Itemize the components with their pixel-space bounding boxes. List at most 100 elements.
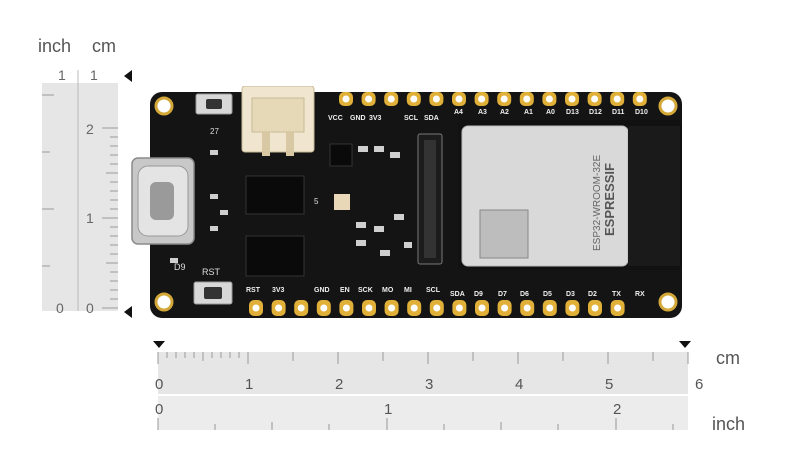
boot-button — [195, 93, 233, 115]
top-pin-pad — [542, 92, 557, 106]
pin-label-rx: RX — [635, 291, 645, 298]
top-pin-pad — [587, 92, 602, 106]
bottom-pin-pad — [497, 300, 512, 316]
label-5: 5 — [314, 197, 319, 206]
pin-label-vcc: VCC — [328, 115, 343, 122]
top-pin-pad — [565, 92, 579, 106]
pin-label-sck: SCK — [358, 287, 373, 294]
bottom-ruler-inch-label: inch — [712, 414, 746, 434]
mounting-hole-tr — [658, 96, 678, 116]
top-pin-pad — [497, 92, 512, 106]
bottom-pin-pad — [475, 300, 489, 316]
left-cm-tick-0: 0 — [86, 300, 94, 316]
pin-label-3v3-top: 3V3 — [369, 115, 382, 122]
bottom-ruler: 0 1 2 3 4 5 6 0 1 2 — [153, 341, 703, 430]
smd-components — [170, 146, 412, 263]
left-ruler-inch-label: inch — [38, 36, 72, 56]
left-ruler-body — [42, 83, 118, 311]
mounting-hole-br — [658, 292, 678, 312]
top-pin-pad — [339, 92, 353, 106]
pin-label-d10: D10 — [635, 109, 648, 116]
rgb-led — [334, 194, 350, 210]
bottom-cm-tick-3: 3 — [425, 376, 433, 393]
bottom-pin-pad — [271, 300, 286, 316]
bottom-pin-pad — [588, 300, 602, 316]
bottom-pin-pad — [294, 300, 309, 316]
qr-code — [479, 209, 529, 259]
bottom-pin-pad — [452, 300, 467, 316]
bottom-inch-tick-0: 0 — [155, 401, 163, 418]
bottom-pin-pads — [249, 300, 625, 316]
left-ruler-top-marker — [124, 70, 132, 82]
bottom-pin-pad — [339, 300, 354, 316]
pin-label-d7: D7 — [498, 291, 507, 298]
label-d9: D9 — [174, 262, 186, 272]
bottom-pin-pad — [542, 300, 557, 316]
left-inch-tick-top: 1 — [58, 67, 66, 83]
label-27: 27 — [210, 127, 219, 136]
bottom-inch-tick-2: 2 — [613, 401, 621, 418]
left-ruler: 1 1 2 1 0 0 — [42, 67, 132, 318]
top-pin-pads — [339, 92, 647, 106]
pin-label-d3: D3 — [566, 291, 575, 298]
top-pin-pad — [519, 92, 534, 106]
top-pin-pad — [429, 92, 444, 106]
pcb-board: VCC GND 3V3 SCL SDA A4 A3 A2 A1 A0 D13 D… — [131, 86, 682, 318]
bottom-ruler-left-marker — [153, 341, 165, 348]
bottom-inch-tick-1: 1 — [384, 401, 392, 418]
pin-label-scl-bottom: SCL — [426, 287, 441, 294]
left-cm-tick-2: 2 — [86, 121, 94, 137]
pin-label-mi: MI — [404, 287, 412, 294]
pin-label-gnd-top: GND — [350, 115, 366, 122]
top-pin-pad — [361, 92, 376, 106]
pin-label-d12: D12 — [589, 109, 602, 116]
top-pin-pad — [384, 92, 399, 106]
module-model: ESP32-WROOM-32E — [592, 155, 603, 251]
pin-label-a3: A3 — [478, 109, 487, 116]
pin-label-a4: A4 — [454, 109, 463, 116]
bottom-pin-pad — [249, 300, 263, 316]
top-pin-pad — [474, 92, 489, 106]
pin-label-d6: D6 — [520, 291, 529, 298]
left-ruler-bottom-marker — [124, 306, 132, 318]
bottom-cm-tick-6: 6 — [695, 376, 703, 393]
pin-label-rst-bottom: RST — [246, 287, 261, 294]
bottom-ruler-inch-body — [158, 396, 688, 430]
bottom-cm-tick-2: 2 — [335, 376, 343, 393]
left-cm-tick-top: 1 — [90, 67, 98, 83]
top-pin-pad — [452, 92, 466, 106]
chip-upper — [245, 175, 305, 215]
chip-lower — [245, 235, 305, 277]
pin-label-a0: A0 — [546, 109, 555, 116]
pin-label-d11: D11 — [612, 109, 625, 116]
label-rst: RST — [202, 267, 221, 277]
battery-connector — [241, 86, 315, 156]
pin-label-gnd-bottom: GND — [314, 287, 330, 294]
bottom-pin-pad — [520, 300, 535, 316]
pin-label-3v3-bottom: 3V3 — [272, 287, 285, 294]
pin-label-scl-top: SCL — [404, 115, 419, 122]
pin-label-sda-top: SDA — [424, 115, 439, 122]
bottom-pin-pad — [407, 300, 422, 316]
left-cm-tick-1: 1 — [86, 210, 94, 226]
bottom-cm-tick-4: 4 — [515, 376, 523, 393]
regulator-chip — [329, 143, 353, 167]
module-brand: ESPRESSIF — [602, 163, 617, 236]
pin-label-a1: A1 — [524, 109, 533, 116]
top-pin-pad — [610, 92, 625, 106]
bottom-ruler-cm-label: cm — [716, 348, 740, 368]
left-inch-tick-0: 0 — [56, 300, 64, 316]
bottom-ruler-cm-body — [158, 352, 688, 394]
bottom-cm-tick-1: 1 — [245, 376, 253, 393]
pin-label-a2: A2 — [500, 109, 509, 116]
bottom-pin-pad — [429, 300, 444, 316]
left-ruler-cm-label: cm — [92, 36, 116, 56]
bottom-cm-tick-5: 5 — [605, 376, 613, 393]
bottom-pin-pad — [565, 300, 580, 316]
usb-c-connector — [131, 157, 195, 245]
top-pin-pad — [406, 92, 421, 106]
reset-button — [193, 281, 233, 305]
pin-label-sda-bottom: SDA — [450, 291, 465, 298]
fpc-connector — [417, 133, 443, 265]
pin-label-d9: D9 — [474, 291, 483, 298]
